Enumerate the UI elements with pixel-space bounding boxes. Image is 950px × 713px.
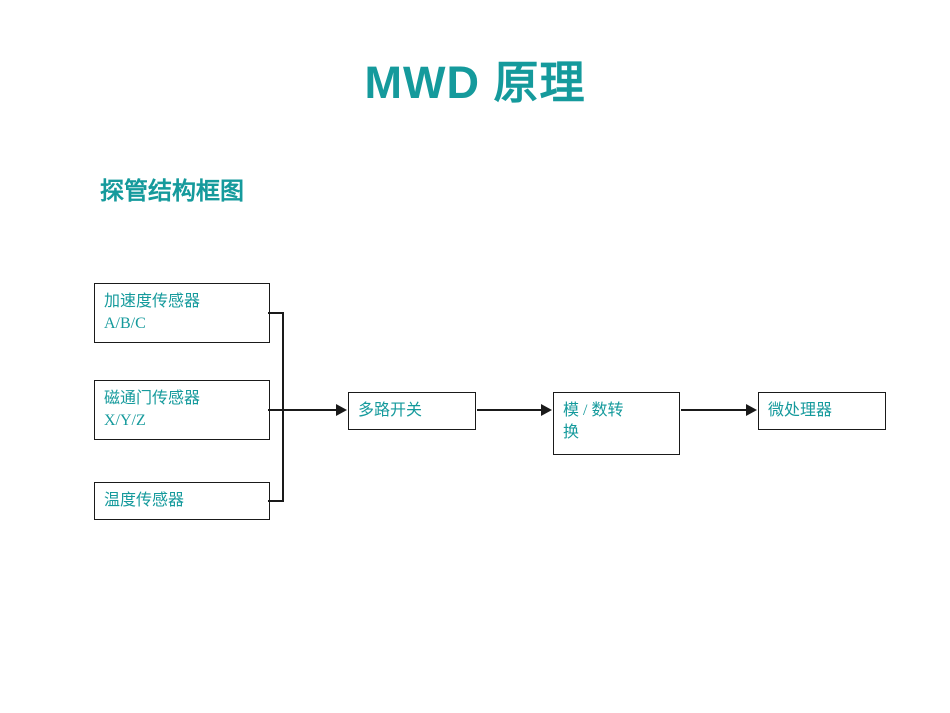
block-fluxgate-line2: X/Y/Z [104, 411, 146, 429]
block-multiplexer: 多路开关 [348, 392, 476, 430]
arrow-adc-to-mcu [746, 404, 757, 416]
block-temperature-line1: 温度传感器 [104, 492, 185, 509]
block-accelerometer-line1: 加速度传感器 [104, 293, 201, 310]
block-multiplexer-line1: 多路开关 [358, 402, 423, 419]
page-title: MWD 原理 [364, 57, 586, 108]
block-adc-line2: 换 [563, 423, 580, 441]
block-fluxgate-line1: 磁通门传感器 [104, 390, 201, 407]
block-temperature: 温度传感器 [94, 482, 270, 520]
connector-adc-to-mcu [681, 409, 746, 411]
arrow-mux-to-adc [541, 404, 552, 416]
connector-mux-to-adc [477, 409, 541, 411]
block-microprocessor-line1: 微处理器 [768, 402, 833, 419]
block-adc-line1: 模 / 数转 [563, 402, 624, 419]
arrow-bus-to-mux [336, 404, 347, 416]
connector-bus-to-mux [282, 409, 338, 411]
connector-sensor-bus [282, 312, 284, 502]
block-microprocessor: 微处理器 [758, 392, 886, 430]
block-accelerometer: 加速度传感器 A/B/C [94, 283, 270, 343]
block-accelerometer-line2: A/B/C [104, 314, 146, 332]
connector-fluxgate-stub [268, 409, 284, 411]
section-subtitle: 探管结构框图 [100, 178, 244, 205]
connector-accel-stub [268, 312, 284, 314]
block-fluxgate: 磁通门传感器 X/Y/Z [94, 380, 270, 440]
block-adc: 模 / 数转 换 [553, 392, 680, 455]
connector-temp-stub [268, 500, 284, 502]
